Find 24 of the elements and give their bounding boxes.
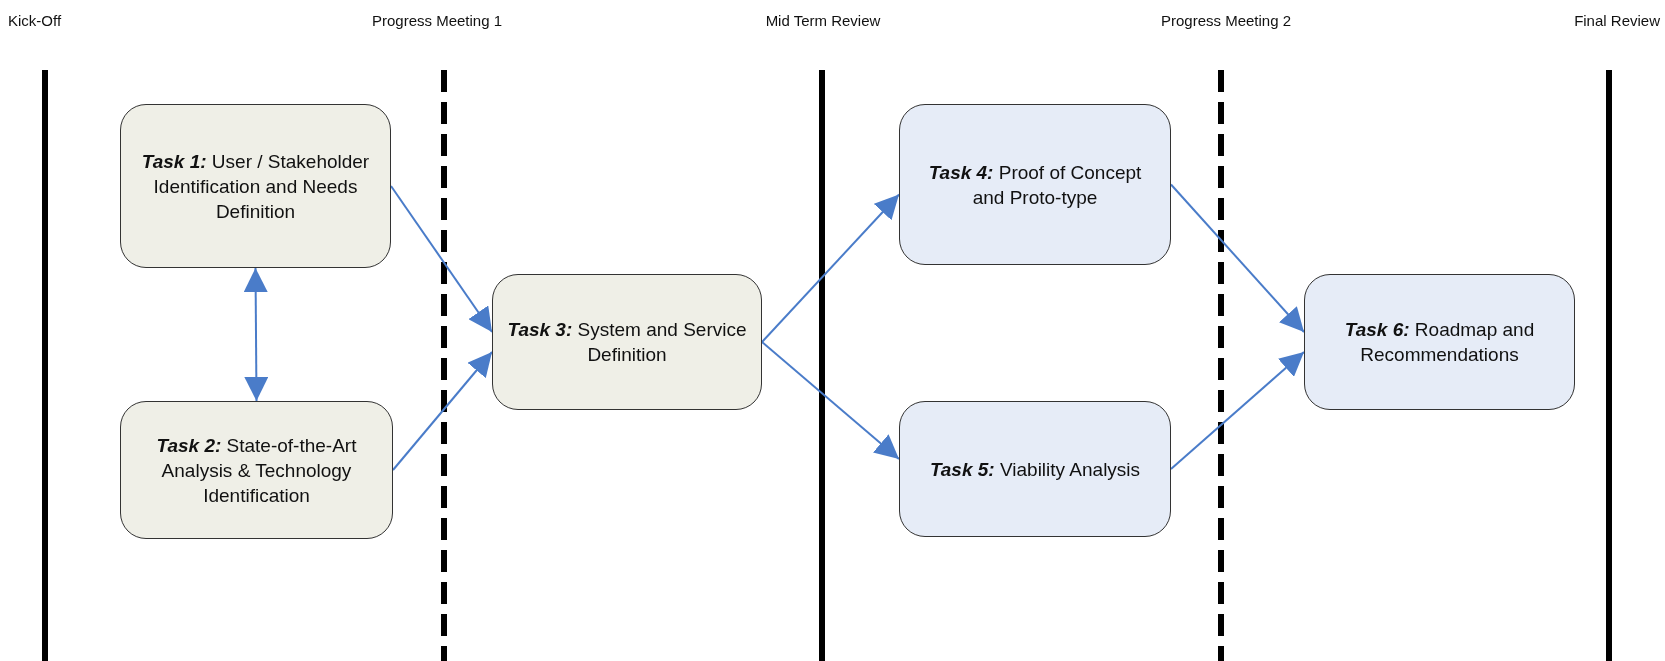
milestone-label: Mid Term Review (765, 12, 881, 29)
task-box (492, 274, 762, 410)
task-text: Task 5: Viability Analysis (929, 457, 1141, 482)
task-text: Task 6: Roadmap and Recommendations (1343, 318, 1536, 367)
task-box (1304, 274, 1575, 410)
task-text: Task 1: User / Stakeholder Identification and Needs Definition (140, 149, 371, 224)
task-box (899, 104, 1171, 265)
arrow (243, 267, 269, 402)
task-text: Task 2: State-of-the-Art Analysis & Technology Identification (155, 433, 358, 508)
arrow (390, 185, 493, 333)
milestone-label: Final Review (1574, 12, 1660, 29)
task-box (120, 104, 391, 268)
milestone-label: Kick-Off (8, 12, 62, 29)
arrow (392, 351, 493, 471)
milestone-label: Progress Meeting 2 (1160, 12, 1292, 29)
arrow (1170, 351, 1305, 470)
task-text: Task 4: Proof of Concept and Proto-type (927, 160, 1143, 210)
arrow (1170, 183, 1305, 333)
task-box (120, 401, 393, 539)
arrow (761, 341, 900, 460)
task-box (899, 401, 1171, 537)
milestone-label: Progress Meeting 1 (371, 12, 503, 29)
task-text: Task 3: System and Service Definition (507, 318, 747, 367)
arrow (761, 193, 900, 343)
